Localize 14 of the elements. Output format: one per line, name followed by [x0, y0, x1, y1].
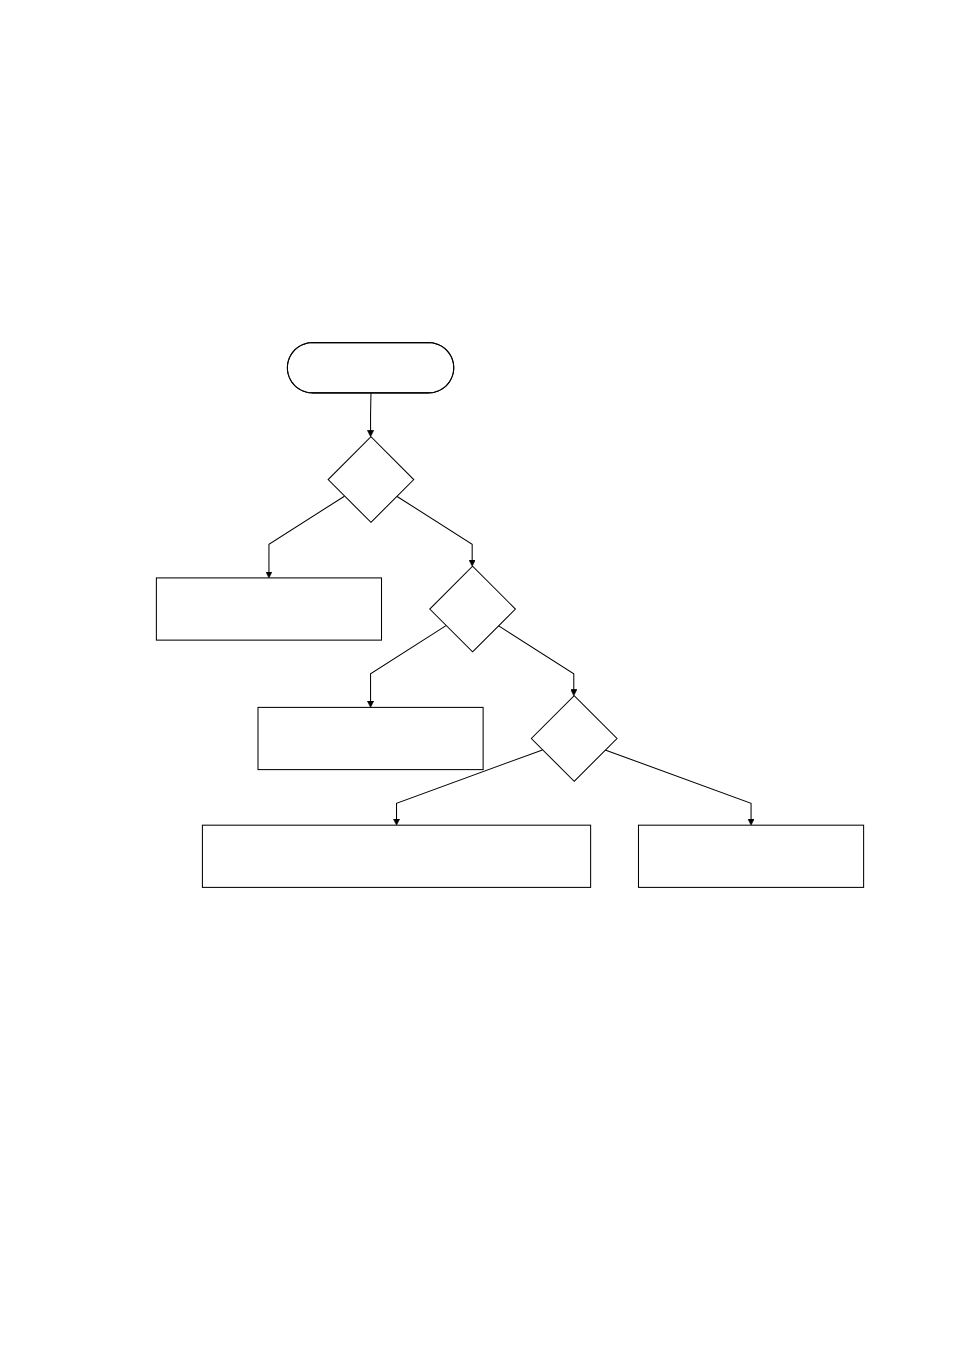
- node-diamond: [530, 694, 618, 783]
- arrow: [367, 625, 447, 708]
- node-box: [201, 824, 592, 888]
- arrow: [396, 495, 476, 567]
- arrow: [393, 749, 543, 826]
- node-box: [637, 824, 865, 888]
- node-diamond: [429, 565, 517, 653]
- node-box: [257, 706, 484, 771]
- node-box: [155, 577, 383, 641]
- arrow: [265, 495, 345, 579]
- arrow: [497, 625, 578, 696]
- arrow: [604, 749, 755, 826]
- node-diamond: [327, 436, 415, 524]
- arrow: [367, 392, 375, 438]
